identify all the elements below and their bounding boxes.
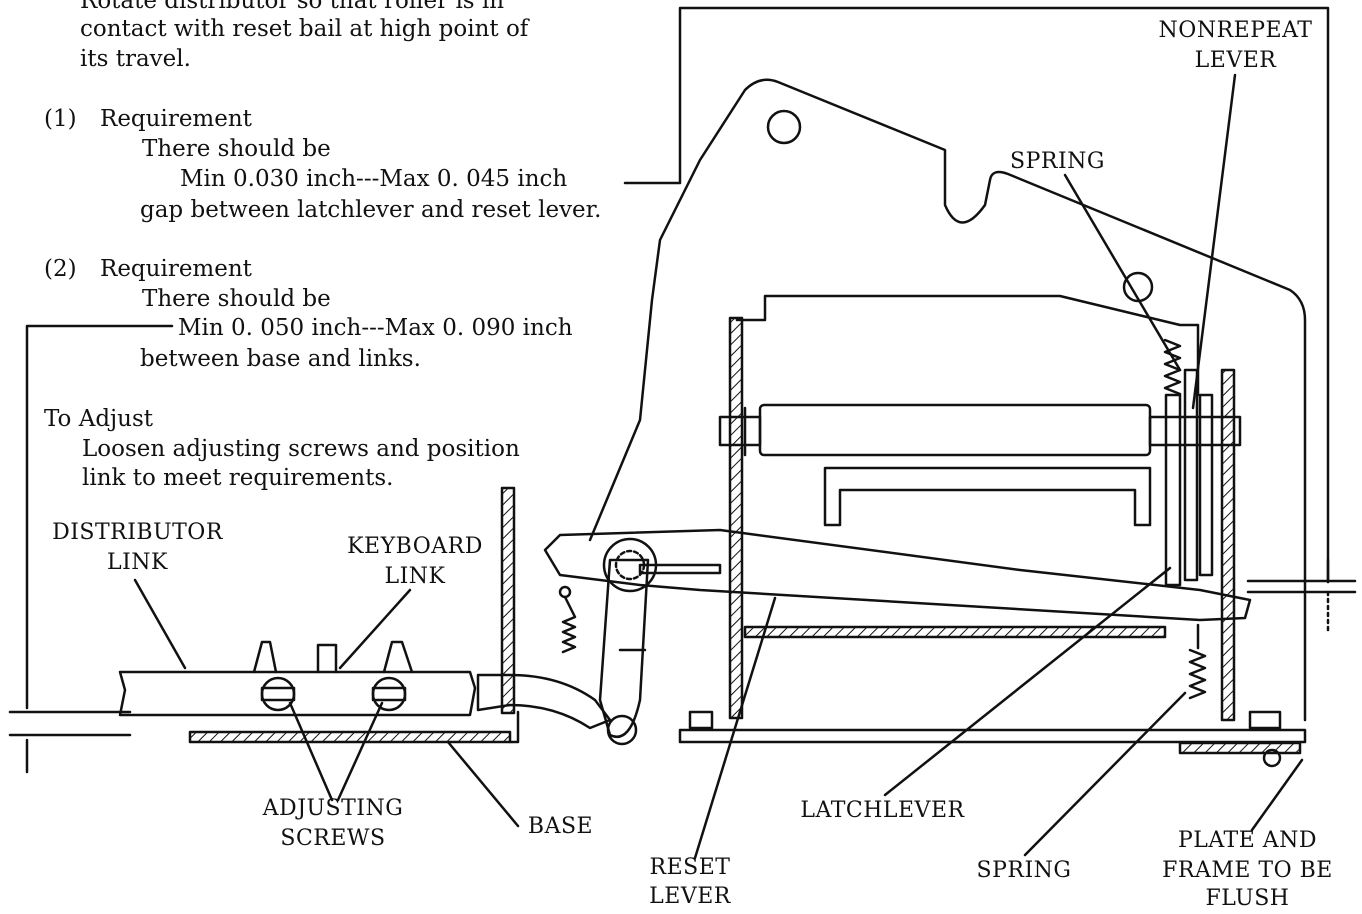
label-base: BASE [527, 814, 594, 839]
req2-leader-line [25, 324, 174, 710]
adjusting-screw-left [260, 676, 296, 712]
label-spring-top: SPRING [1010, 149, 1105, 174]
label-latchlever: LATCHLEVER [800, 798, 965, 823]
req1-number: (1) [44, 106, 77, 132]
spring-top-coil [1163, 338, 1182, 396]
intro-line-2: contact with reset bail at high point of [80, 16, 529, 42]
adjusting-screw-right [371, 676, 407, 712]
req2-number: (2) [44, 256, 77, 282]
req1-heading: Requirement [100, 106, 252, 132]
base-plate-left [188, 730, 512, 744]
label-reset-lever-2: LEVER [649, 884, 731, 909]
adjust-line-2: link to meet requirements. [82, 465, 394, 491]
req2-line-3: between base and links. [140, 346, 421, 372]
label-adjusting-screws-2: SCREWS [280, 826, 386, 851]
req2-heading: Requirement [100, 256, 252, 282]
req1-leader-line [623, 6, 1330, 584]
label-plate-frame-3: FLUSH [1205, 886, 1290, 911]
label-plate-frame-1: PLATE AND [1177, 828, 1318, 853]
req1-line-1: There should be [142, 136, 331, 162]
latchlever-body [543, 528, 1252, 622]
frame-hole-top [766, 109, 802, 145]
label-adjusting-screws-1: ADJUSTING [262, 796, 404, 821]
adjust-line-1: Loosen adjusting screws and position [82, 436, 520, 462]
req2-line-2: Min 0. 050 inch---Max 0. 090 inch [178, 315, 573, 341]
right-wall [1220, 368, 1236, 722]
intro-line-1: Rotate distributor so that roller is in [80, 0, 505, 14]
req1-line-2: Min 0.030 inch---Max 0. 045 inch [180, 166, 568, 192]
label-distributor-link-2: LINK [107, 550, 168, 575]
reset-lever-arm [598, 558, 650, 738]
roller [758, 403, 1152, 457]
keyboard-link [476, 673, 612, 730]
req1-line-3: gap between latchlever and reset lever. [140, 197, 602, 223]
adjust-heading: To Adjust [44, 406, 154, 432]
spring-bottom-coil [1188, 648, 1207, 700]
nonrepeat-lever [1164, 393, 1182, 587]
label-spring-bottom: SPRING [976, 858, 1072, 883]
intro-line-3: its travel. [80, 46, 191, 72]
req2-line-1: There should be [142, 286, 331, 312]
label-nonrepeat-lever-1: NONREPEAT [1158, 18, 1313, 43]
base-plate-right [678, 728, 1307, 744]
label-reset-lever-1: RESET [649, 855, 731, 880]
label-keyboard-link-2: LINK [384, 564, 446, 589]
label-distributor-link-1: DISTRIBUTOR [52, 520, 223, 545]
label-plate-frame-2: FRAME TO BE [1162, 858, 1333, 883]
frame-plate [588, 78, 1307, 722]
left-wall [728, 316, 744, 720]
distributor-link [118, 670, 477, 717]
label-keyboard-link-1: KEYBOARD [347, 534, 483, 559]
label-nonrepeat-lever-2: LEVER [1194, 48, 1277, 73]
